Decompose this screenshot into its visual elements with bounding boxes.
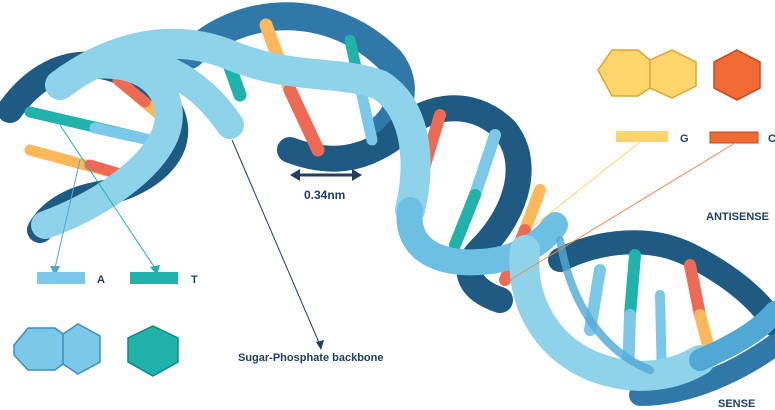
guanine-molecule-icon [598,50,696,98]
cytosine-label: C [768,133,775,145]
base-pair-6b [362,95,372,140]
distance-label: 0.34nm [304,188,345,202]
backbone-label: Sugar-Phosphate backbone [238,352,383,364]
guanine-label: G [680,133,689,145]
base-pair-11 [630,255,635,315]
base-pair-8b [455,195,475,245]
sense-label: SENSE [718,398,755,410]
thymine-swatch [130,272,178,284]
antisense-label: ANTISENSE [706,211,769,223]
backbone-pointer [232,140,320,345]
distance-marker: 0.34nm [290,169,362,202]
cytosine-swatch [710,132,758,143]
base-pair-8 [475,135,495,195]
thymine-molecule-icon [128,326,178,376]
adenine-molecule-icon [14,324,100,374]
adenine-label: A [97,274,105,286]
guanine-pointer [535,142,640,225]
adenine-swatch [37,272,85,284]
thymine-label: T [191,274,198,286]
cytosine-molecule-icon [714,50,760,100]
front-strand-lower [524,250,700,376]
base-pair-1b [95,128,150,140]
guanine-swatch [616,131,668,142]
